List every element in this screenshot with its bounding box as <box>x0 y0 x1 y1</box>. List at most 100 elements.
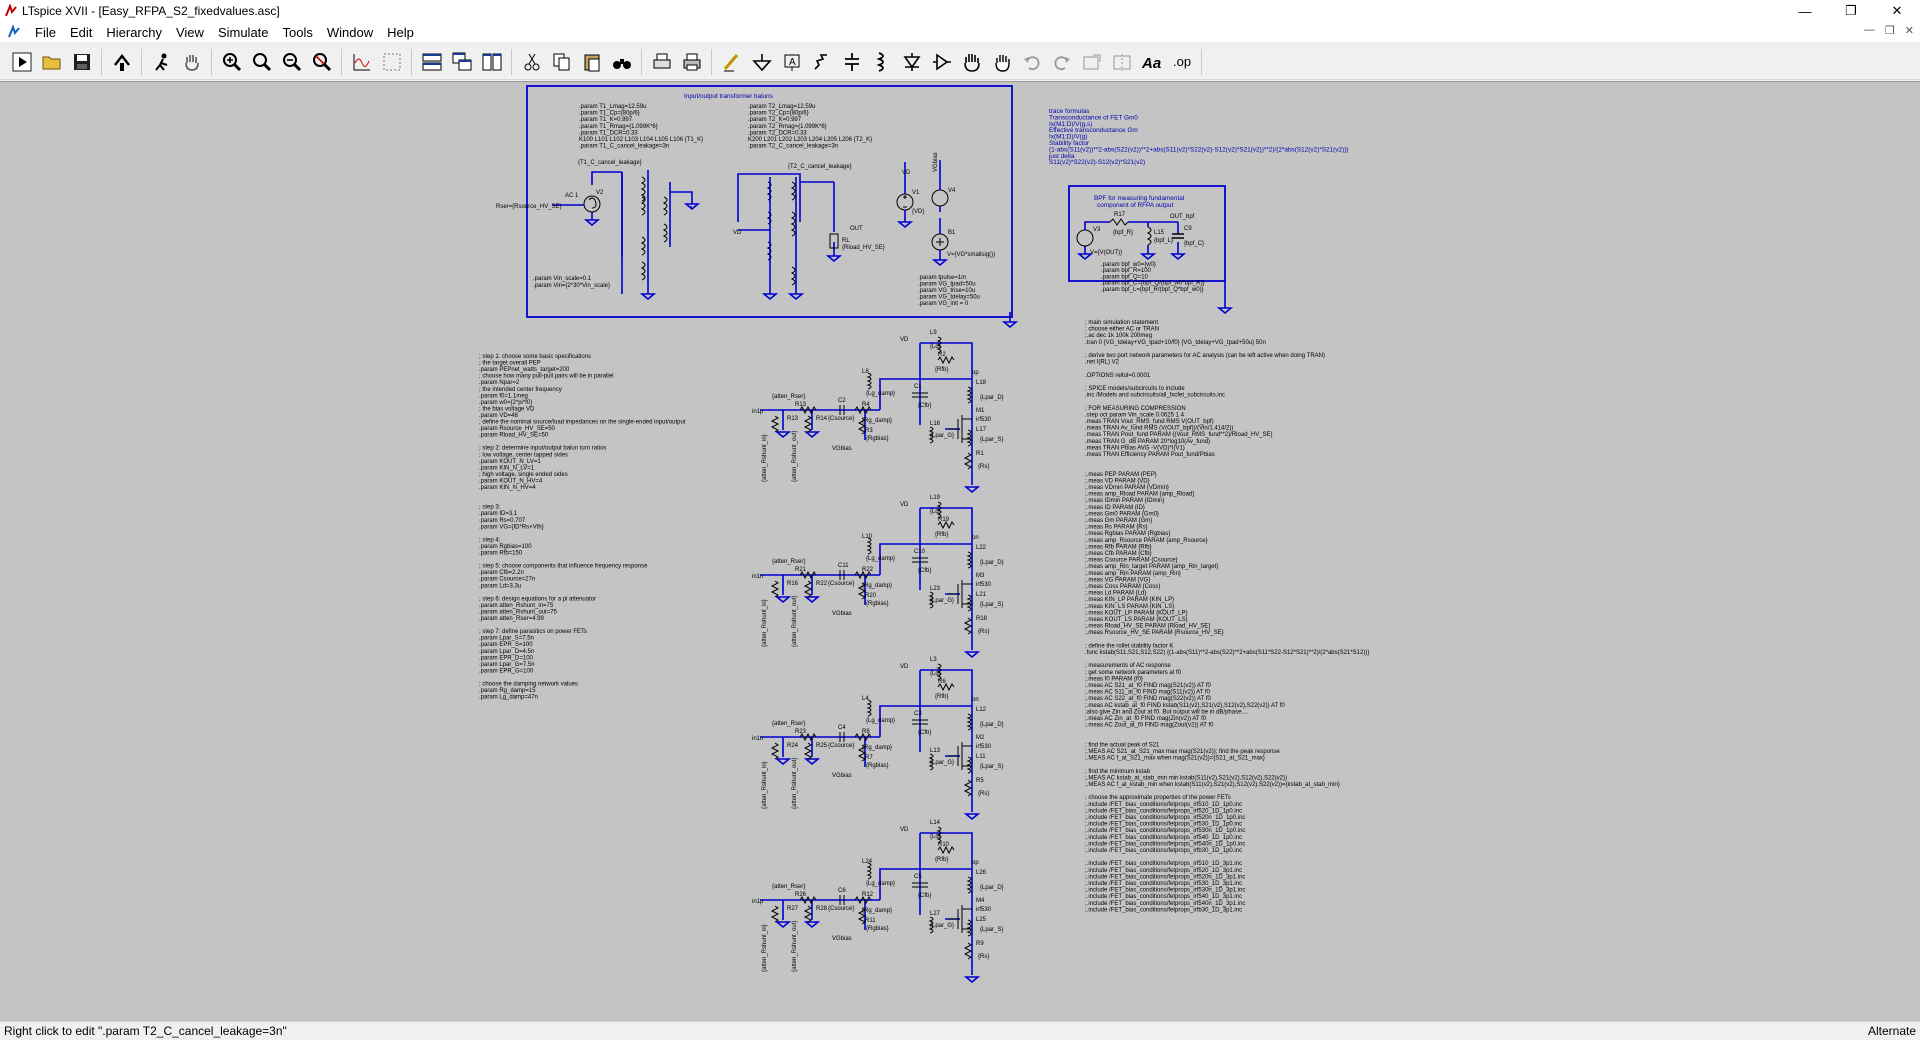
feedback-capacitor[interactable] <box>912 719 928 725</box>
damp-resistor[interactable] <box>854 732 872 742</box>
shunt-in-resistor[interactable] <box>770 415 780 433</box>
amplifier-stage[interactable]: in1popVDL14{Ld}R10{Rfb}C5{Cfb}{atten_Rse… <box>752 820 1004 984</box>
feedback-resistor[interactable] <box>937 520 955 530</box>
print-button[interactable] <box>678 48 705 76</box>
lpar-s-inductor[interactable] <box>966 594 972 612</box>
lpar-g-inductor[interactable] <box>928 916 934 934</box>
feedback-capacitor[interactable] <box>912 557 928 563</box>
print-setup-button[interactable] <box>648 48 675 76</box>
diode-button[interactable] <box>898 48 925 76</box>
ground-symbol[interactable] <box>803 758 821 766</box>
damp-inductor[interactable] <box>866 372 872 390</box>
stage-wire[interactable] <box>760 530 973 640</box>
source-resistor[interactable] <box>963 942 973 960</box>
menu-help[interactable]: Help <box>387 24 414 40</box>
ground-symbol[interactable] <box>774 921 792 929</box>
component-button[interactable] <box>928 48 955 76</box>
menu-tools[interactable]: Tools <box>282 24 313 40</box>
cascade-button[interactable] <box>448 48 475 76</box>
shunt-out-resistor[interactable] <box>803 742 813 760</box>
amplifier-stage[interactable]: in1popVDL9{Ld}R2{Rfb}C1{Cfb}{atten_Rser}… <box>752 330 1004 494</box>
lpar-s-inductor[interactable] <box>966 756 972 774</box>
ground-symbol[interactable] <box>963 976 981 984</box>
lpar-d-inductor[interactable] <box>966 713 972 731</box>
stage-wire[interactable] <box>919 832 973 869</box>
paste-button[interactable] <box>578 48 605 76</box>
ground-symbol[interactable] <box>774 596 792 604</box>
mirror-button[interactable] <box>1108 48 1135 76</box>
text-button[interactable]: Aa <box>1138 48 1165 76</box>
lpar-s-inductor[interactable] <box>966 429 972 447</box>
save-button[interactable] <box>68 48 95 76</box>
drain-inductor[interactable] <box>936 501 942 519</box>
power-fet-symbol[interactable] <box>948 742 972 770</box>
damp-inductor[interactable] <box>866 537 872 555</box>
autorange-button[interactable] <box>348 48 375 76</box>
mdi-restore-button[interactable]: ❐ <box>1884 25 1895 37</box>
ground-symbol[interactable] <box>803 596 821 604</box>
pan-button[interactable] <box>178 48 205 76</box>
drain-inductor[interactable] <box>936 336 942 354</box>
inductor-button[interactable] <box>868 48 895 76</box>
lpar-d-inductor[interactable] <box>966 386 972 404</box>
undo-button[interactable] <box>1018 48 1045 76</box>
pulse-param-block[interactable]: .param tpulse=1m.param VG_tpad=50u.param… <box>918 275 980 307</box>
power-fet-symbol[interactable] <box>948 415 972 443</box>
ground-symbol[interactable] <box>774 758 792 766</box>
damp-resistor[interactable] <box>854 570 872 580</box>
bias-sources[interactable] <box>896 160 949 267</box>
ground-symbol[interactable] <box>963 813 981 821</box>
zoom-full-button[interactable] <box>248 48 275 76</box>
menu-edit[interactable]: Edit <box>69 24 93 40</box>
t2-param-block[interactable]: .param T2_Lmag=12.59u.param T2_Cp={80p/6… <box>748 104 872 150</box>
drain-inductor[interactable] <box>936 663 942 681</box>
grid-button[interactable] <box>378 48 405 76</box>
bias-resistor[interactable] <box>857 417 867 435</box>
amplifier-stages[interactable]: in1popVDL9{Ld}R2{Rfb}C1{Cfb}{atten_Rser}… <box>752 330 1004 984</box>
lpar-g-inductor[interactable] <box>928 591 934 609</box>
schematic-drawing[interactable]: Input/output transformer baluns .param T… <box>0 82 1920 1021</box>
source-resistor[interactable] <box>963 452 973 470</box>
source-capacitor[interactable] <box>839 405 845 415</box>
ground-button[interactable] <box>748 48 775 76</box>
stage-wire[interactable] <box>782 737 866 767</box>
lpar-d-inductor[interactable] <box>966 876 972 894</box>
stage-wire[interactable] <box>919 507 973 544</box>
damp-inductor[interactable] <box>866 699 872 717</box>
t2-transformer[interactable] <box>737 173 843 301</box>
schematic-canvas[interactable]: Input/output transformer baluns .param T… <box>0 81 1920 1021</box>
stage-wire[interactable] <box>919 342 973 379</box>
lpar-g-inductor[interactable] <box>928 753 934 771</box>
label-button[interactable]: A <box>778 48 805 76</box>
stage-wire[interactable] <box>760 365 973 475</box>
source-capacitor[interactable] <box>839 732 845 742</box>
stage-wire[interactable] <box>919 669 973 706</box>
zoom-cancel-button[interactable] <box>308 48 335 76</box>
schematic-doc-icon[interactable] <box>6 24 22 40</box>
menu-hierarchy[interactable]: Hierarchy <box>106 24 162 40</box>
menu-file[interactable]: File <box>35 24 56 40</box>
bias-resistor[interactable] <box>857 907 867 925</box>
lpar-d-inductor[interactable] <box>966 551 972 569</box>
feedback-capacitor[interactable] <box>912 882 928 888</box>
menu-window[interactable]: Window <box>326 24 374 40</box>
lpar-s-inductor[interactable] <box>966 919 972 937</box>
right-notes-block[interactable]: ; main simulation statement; choose eith… <box>1085 320 1369 913</box>
stage-wire[interactable] <box>782 575 866 605</box>
stage-wire[interactable] <box>782 410 866 440</box>
stage-wire[interactable] <box>782 900 866 930</box>
power-fet-symbol[interactable] <box>948 580 972 608</box>
close-button[interactable]: ✕ <box>1891 3 1903 18</box>
wire-button[interactable] <box>718 48 745 76</box>
control-panel-button[interactable] <box>108 48 135 76</box>
amplifier-stage[interactable]: in1nonVDL19{Ld}R19{Rfb}C10{Cfb}{atten_Rs… <box>752 495 1004 659</box>
damp-resistor[interactable] <box>854 895 872 905</box>
redo-button[interactable] <box>1048 48 1075 76</box>
atten-resistor[interactable] <box>799 732 817 742</box>
stage-wire[interactable] <box>760 692 973 802</box>
source-resistor[interactable] <box>963 779 973 797</box>
ground-symbol[interactable] <box>803 431 821 439</box>
capacitor-button[interactable] <box>838 48 865 76</box>
menu-simulate[interactable]: Simulate <box>217 24 269 40</box>
